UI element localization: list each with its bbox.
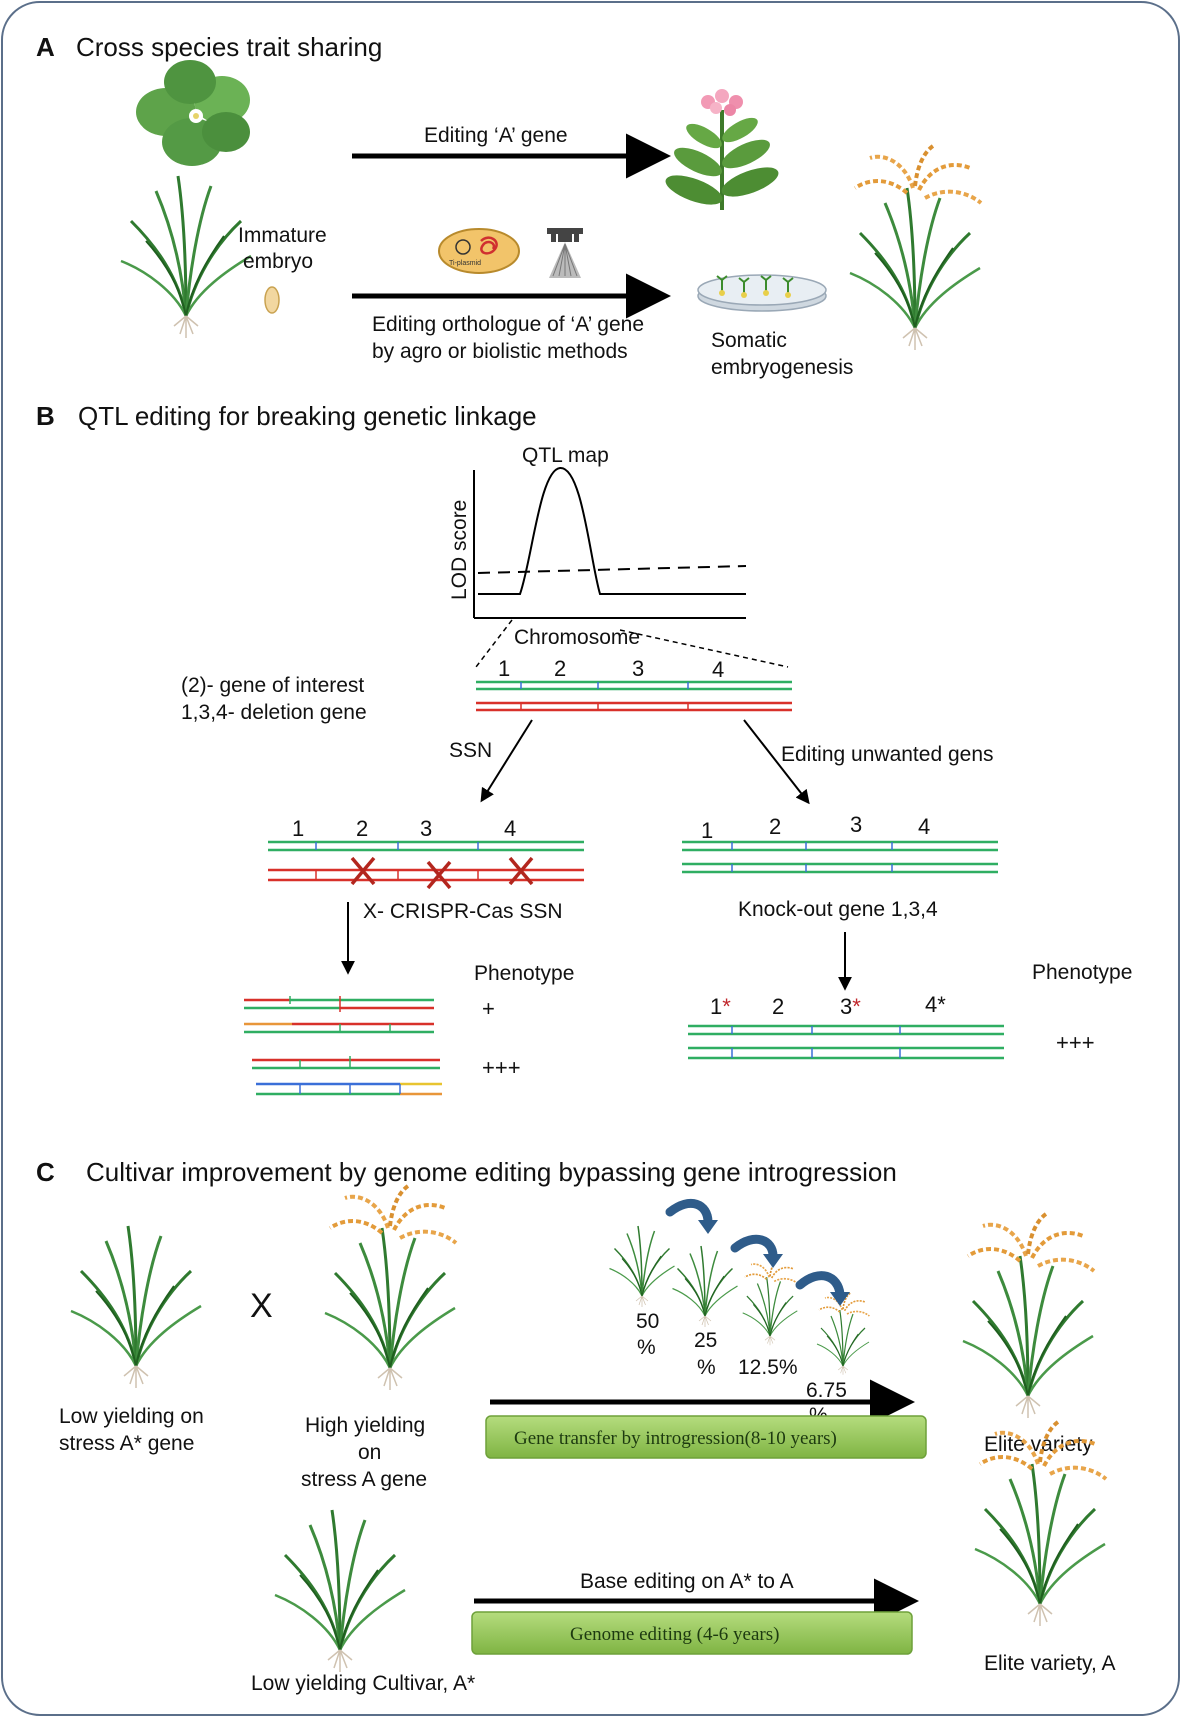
threshold-line [477, 565, 747, 574]
embryo-label: embryo [243, 250, 313, 273]
top-locus-4: 4 [712, 657, 724, 682]
zoom-line-right [619, 629, 789, 668]
panel-c-title: Cultivar improvement by genome editing b… [86, 1157, 897, 1187]
ko-locus-3: 3* [840, 994, 861, 1019]
chromosome-label: Chromosome [514, 626, 640, 649]
low-cultivar-plant-icon [273, 1508, 407, 1674]
lod-curve [478, 466, 746, 595]
top-locus-1: 1 [498, 656, 510, 681]
chromosome-ssn: 1 2 3 4 [268, 816, 584, 890]
top-locus-2: 2 [554, 656, 566, 681]
ti-plasmid-label: Ti-plasmid [449, 260, 481, 267]
editing-unwanted-arrow [743, 719, 810, 805]
edited-locus-1: 1 [701, 818, 713, 843]
rice-plant-a-icon [850, 146, 981, 350]
lod-score-axis-label: LOD score [448, 500, 471, 600]
phenotype-right-label: Phenotype [1032, 961, 1132, 984]
panel-c-letter: C [36, 1157, 55, 1187]
elite-plant-icon [963, 1214, 1094, 1418]
low-cultivar-label: Low yielding Cultivar, A* [251, 1672, 475, 1695]
phenotype-plus: + [482, 996, 495, 1021]
elite-variety-label: Elite variety [984, 1433, 1093, 1456]
edited-locus-2: 2 [769, 814, 781, 839]
knockout-chromosome: 1* 2 3* 4* [688, 992, 1004, 1060]
low-yield-plant-icon [69, 1224, 203, 1390]
genome-editing-box [471, 1611, 913, 1655]
ssn-label: SSN [449, 739, 492, 762]
agrobacterium-icon: Ti-plasmid [438, 228, 520, 274]
edited-locus-4: 4 [918, 814, 930, 839]
gene-gun-icon [547, 228, 583, 278]
percent-6-75: 6.75 [806, 1379, 847, 1402]
wheat-plant-icon [119, 174, 253, 340]
flowering-plant-icon [665, 89, 779, 210]
recombinant-chromosomes [244, 996, 442, 1096]
chromosome-top: 1 2 3 4 [476, 656, 792, 712]
panel-b-letter: B [36, 401, 55, 431]
phenotype-left-label: Phenotype [474, 962, 574, 985]
curved-arrow-icon [665, 1198, 845, 1299]
ortholog-label-line2: by agro or biolistic methods [372, 340, 628, 363]
percent-12-5: 12.5% [738, 1356, 798, 1379]
knockout-label: Knock-out gene 1,3,4 [738, 898, 938, 921]
top-locus-3: 3 [632, 656, 644, 681]
low-yield-label-2: stress A* gene [59, 1432, 194, 1455]
curved-arrowhead-icon [698, 1220, 850, 1306]
gene-of-interest-label: (2)- gene of interest [181, 674, 364, 697]
introgression-box [485, 1415, 927, 1459]
phenotype-plus3-right: +++ [1056, 1030, 1095, 1055]
high-yield-plant-icon [325, 1186, 456, 1390]
embryogenesis-label: embryogenesis [711, 356, 853, 379]
high-yield-label-3: stress A gene [301, 1468, 427, 1491]
elite-variety-a-label: Elite variety, A [984, 1652, 1116, 1675]
low-yield-label-1: Low yielding on [59, 1405, 204, 1428]
cross-mark: X [250, 1287, 273, 1325]
embryo-seed-icon [264, 286, 280, 314]
qtl-map-title: QTL map [522, 444, 609, 467]
ortholog-label-line1: Editing orthologue of ‘A’ gene [372, 313, 644, 336]
ko-locus-2: 2 [772, 994, 784, 1019]
petri-dish-icon [697, 274, 827, 312]
edit-a-gene-label: Editing ‘A’ gene [424, 124, 568, 147]
ssn-locus-1: 1 [292, 816, 304, 841]
deletion-gene-label: 1,3,4- deletion gene [181, 701, 367, 724]
crispr-label: X- CRISPR-Cas SSN [363, 900, 563, 923]
introgression-label: Gene transfer by introgression(8-10 year… [514, 1428, 837, 1449]
zoom-line-left [475, 619, 513, 668]
ssn-locus-2: 2 [356, 816, 368, 841]
percent-50: 50 [636, 1310, 659, 1333]
percent-25-sign: % [697, 1356, 716, 1379]
editing-unwanted-label: Editing unwanted gens [781, 743, 994, 766]
somatic-label: Somatic [711, 329, 787, 352]
edited-locus-3: 3 [850, 812, 862, 837]
phenotype-plus3-left: +++ [482, 1055, 521, 1080]
crispr-cross-icon [350, 856, 534, 890]
percent-50-sign: % [637, 1336, 656, 1359]
ko-locus-1: 1* [710, 994, 731, 1019]
panel-a-title: Cross species trait sharing [76, 32, 382, 62]
genome-editing-label: Genome editing (4-6 years) [570, 1624, 779, 1645]
panel-b-title: QTL editing for breaking genetic linkage [78, 401, 537, 431]
ssn-arrow [480, 719, 533, 803]
high-yield-label-1: High yielding [305, 1414, 425, 1437]
base-editing-label: Base editing on A* to A [580, 1570, 794, 1593]
ko-locus-4: 4* [925, 992, 946, 1017]
ssn-locus-4: 4 [504, 816, 516, 841]
high-yield-label-2: on [358, 1441, 381, 1464]
percent-25: 25 [694, 1329, 717, 1352]
rosette-plant-icon [136, 60, 250, 166]
panel-a-letter: A [36, 32, 55, 62]
ssn-locus-3: 3 [420, 816, 432, 841]
chromosome-edited: 1 2 3 4 [682, 812, 998, 874]
immature-label: Immature [238, 224, 327, 247]
